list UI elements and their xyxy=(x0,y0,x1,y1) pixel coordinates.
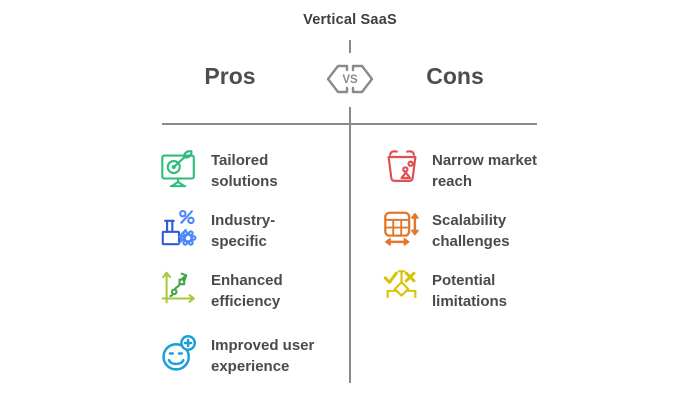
con-item-label: Scalability challenges xyxy=(432,212,510,250)
smiley-plus-icon xyxy=(158,332,200,374)
basket-audience-icon xyxy=(381,147,423,189)
pro-item-industry-specific: Industry- specific xyxy=(158,207,275,252)
pro-item-label: Improved user experience xyxy=(211,337,315,375)
pro-item-label: Tailored solutions xyxy=(211,152,278,190)
growth-chart-icon xyxy=(158,267,200,309)
con-item-label: Narrow market reach xyxy=(432,152,538,190)
vertical-divider xyxy=(349,40,351,383)
grid-resize-arrows-icon xyxy=(381,207,423,249)
decision-check-x-icon xyxy=(381,267,423,309)
pro-item-label: Industry- specific xyxy=(211,212,276,250)
page-title: Vertical SaaS xyxy=(303,12,397,28)
pro-item-tailored-solutions: Tailored solutions xyxy=(158,147,278,192)
horizontal-divider xyxy=(162,123,537,125)
vs-badge-label: VS xyxy=(342,74,358,86)
pro-item-label: Enhanced efficiency xyxy=(211,272,283,310)
vs-badge-icon: VS xyxy=(326,64,374,94)
cons-heading: Cons xyxy=(426,63,484,89)
con-item-label: Potential limitations xyxy=(432,272,508,310)
con-item-narrow-market-reach: Narrow market reach xyxy=(381,147,537,192)
con-item-scalability-challenges: Scalability challenges xyxy=(381,207,510,252)
factory-percent-gear-icon xyxy=(158,207,200,249)
pro-item-improved-user-experience: Improved user experience xyxy=(158,332,314,377)
monitor-target-icon xyxy=(158,147,200,189)
pro-item-enhanced-efficiency: Enhanced efficiency xyxy=(158,267,283,312)
con-item-potential-limitations: Potential limitations xyxy=(381,267,507,312)
pros-heading: Pros xyxy=(204,63,256,89)
